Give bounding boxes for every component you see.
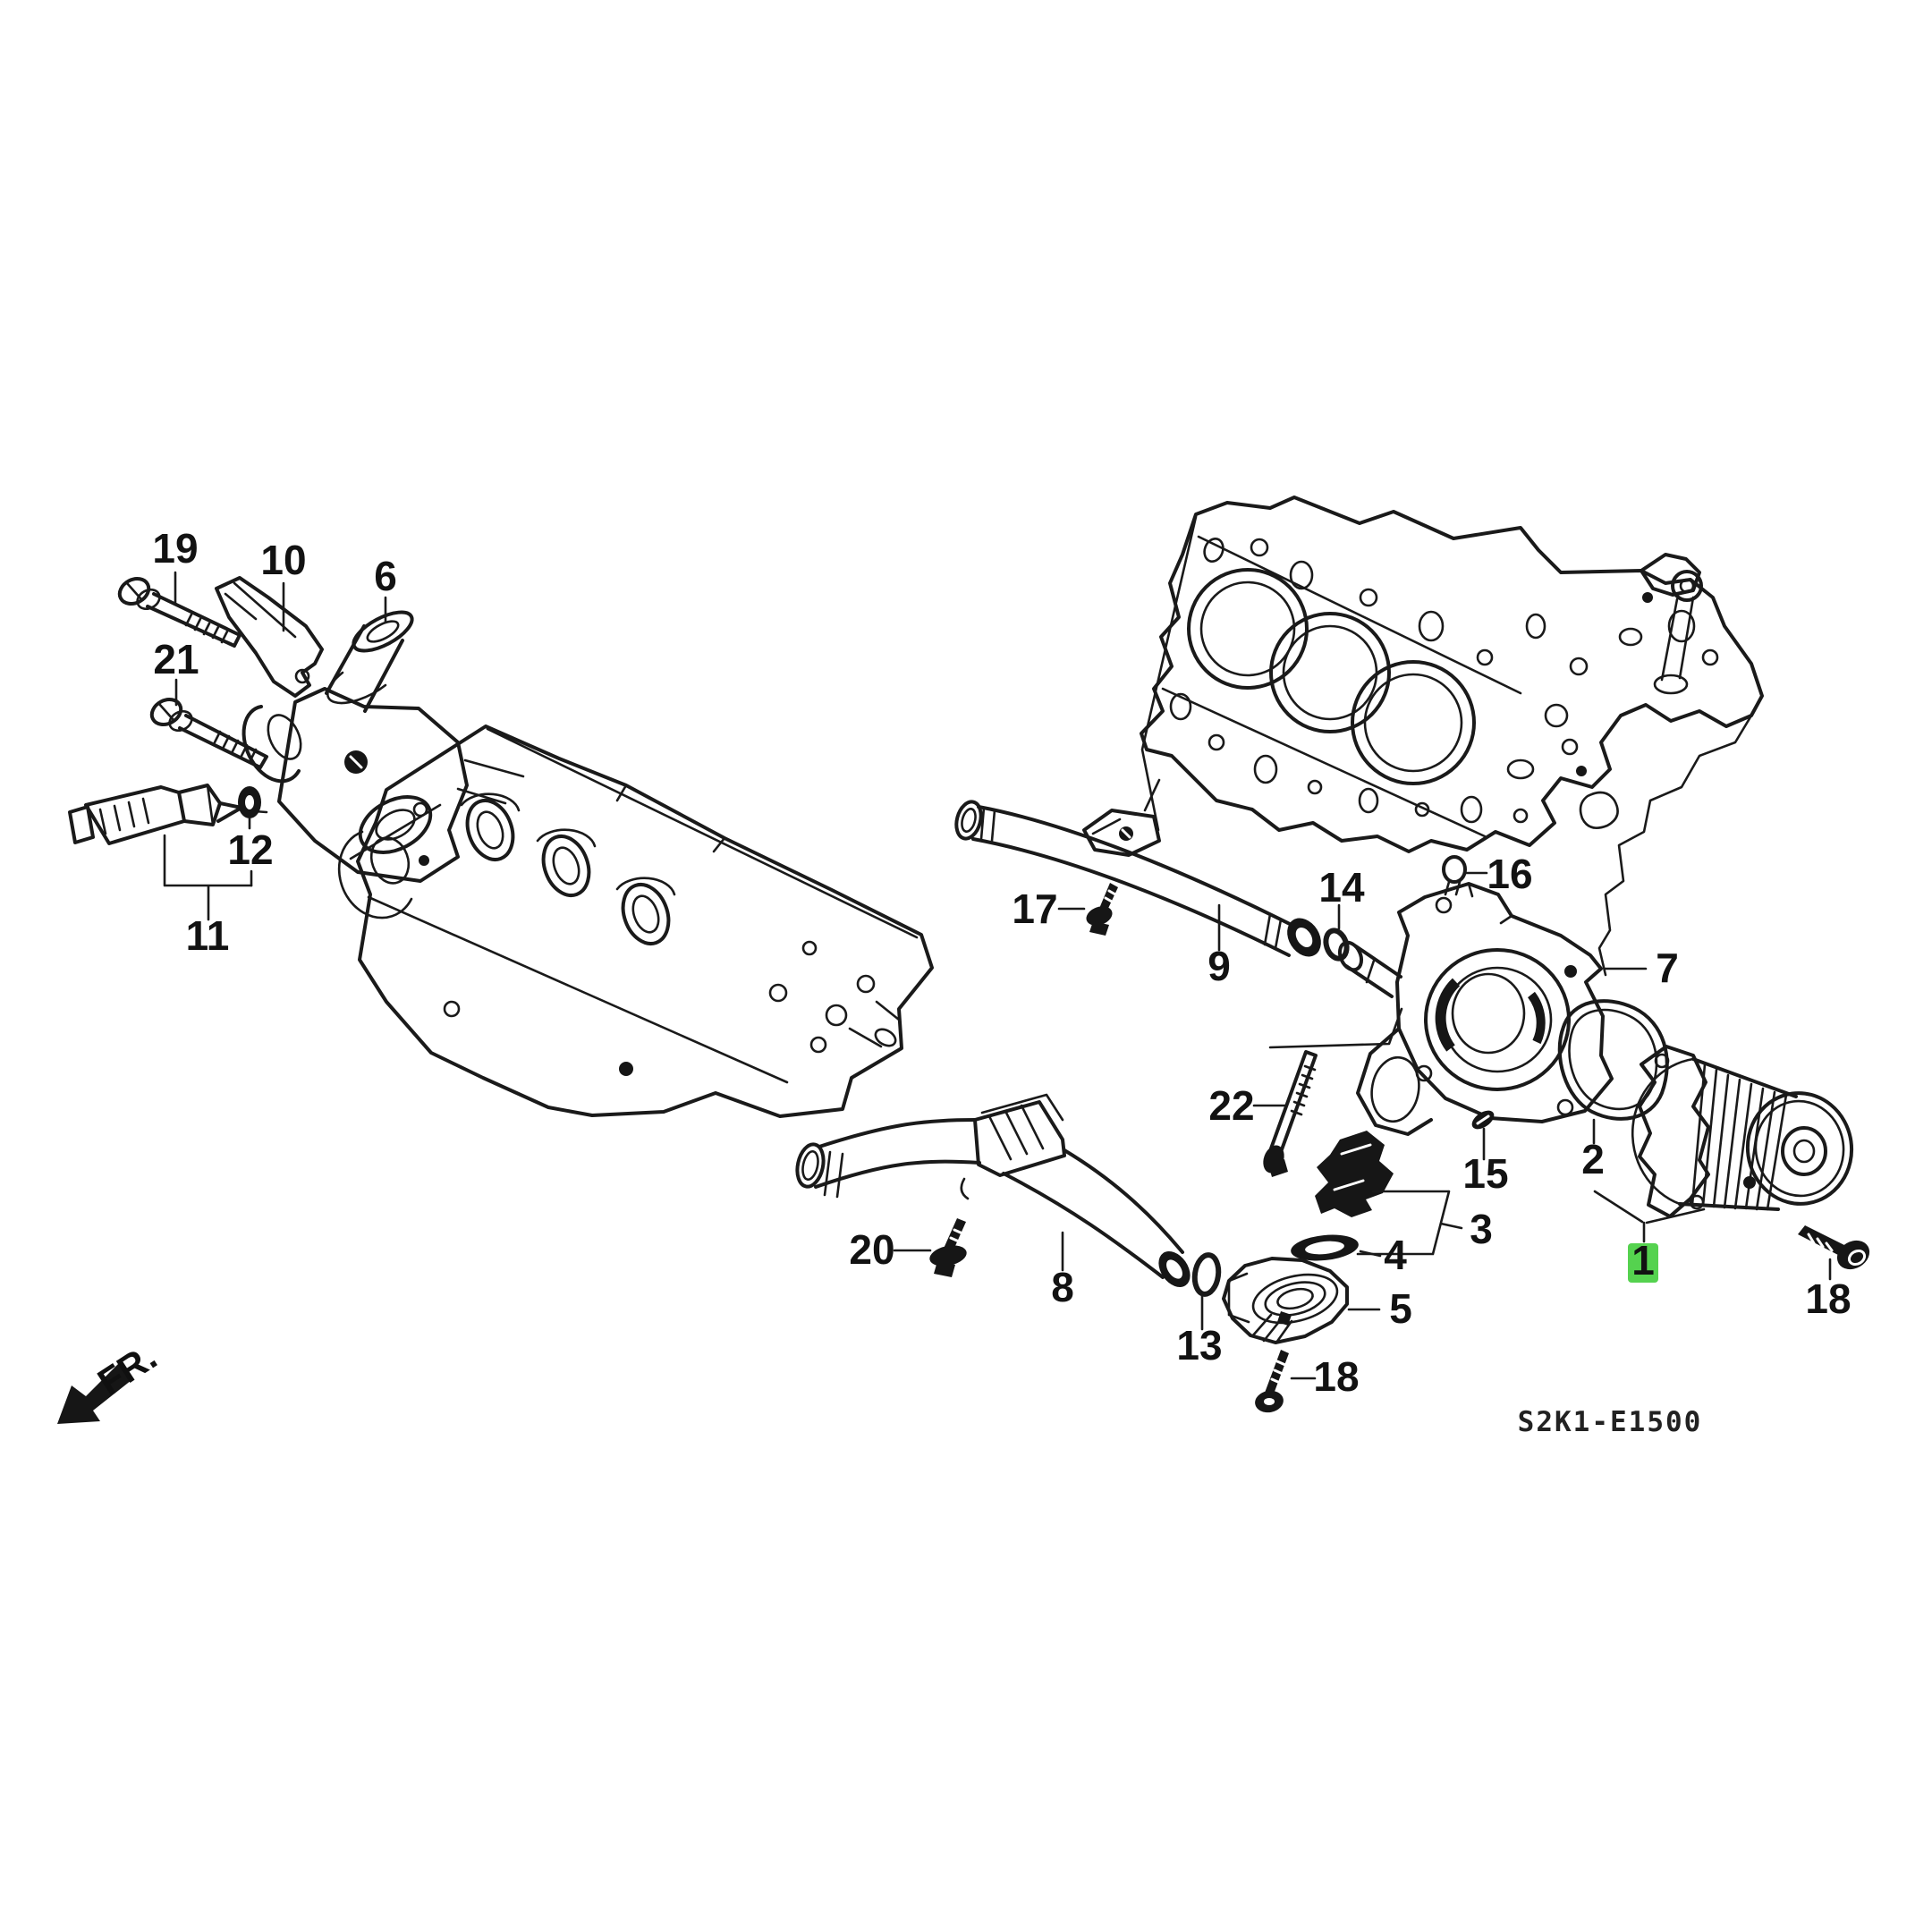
callout-2[interactable]: 2 bbox=[1581, 1136, 1605, 1182]
callout-8[interactable]: 8 bbox=[1051, 1264, 1074, 1310]
upper-water-pipe-9 bbox=[954, 778, 1321, 957]
thermostat-housing bbox=[242, 610, 525, 883]
callout-9[interactable]: 9 bbox=[1208, 943, 1231, 989]
callout-18-lower[interactable]: 18 bbox=[1313, 1353, 1359, 1400]
callout-7[interactable]: 7 bbox=[1656, 945, 1679, 991]
fr-arrow-icon bbox=[57, 1363, 131, 1424]
thermostat-cover-5 bbox=[1222, 1257, 1349, 1344]
water-passage-housing-7 bbox=[1268, 882, 1614, 1136]
callout-6[interactable]: 6 bbox=[374, 553, 397, 599]
callout-13[interactable]: 13 bbox=[1176, 1322, 1222, 1368]
callout-12[interactable]: 12 bbox=[227, 826, 273, 873]
callout-3[interactable]: 3 bbox=[1470, 1206, 1493, 1252]
lower-water-pipe-8 bbox=[795, 1093, 1191, 1287]
diagram-code: S2K1-E1500 bbox=[1518, 1406, 1703, 1438]
callout-1-highlighted[interactable]: 1 bbox=[1631, 1237, 1655, 1284]
cylinder-head-block bbox=[1140, 496, 1764, 977]
callout-5[interactable]: 5 bbox=[1389, 1285, 1412, 1332]
bolt-17 bbox=[1086, 883, 1118, 936]
callout-labels: 19 10 6 21 12 11 17 9 14 16 7 22 15 2 3 … bbox=[152, 525, 1851, 1400]
thermostat-seal-4 bbox=[1291, 1234, 1359, 1261]
callout-21[interactable]: 21 bbox=[153, 636, 199, 682]
callout-11[interactable]: 11 bbox=[186, 912, 230, 959]
mounting-bracket-10 bbox=[215, 576, 324, 698]
callout-18-right[interactable]: 18 bbox=[1805, 1275, 1851, 1322]
bolt-22 bbox=[1263, 1050, 1318, 1177]
leader-lines bbox=[163, 571, 1832, 1380]
callout-20[interactable]: 20 bbox=[849, 1226, 894, 1273]
callout-22[interactable]: 22 bbox=[1208, 1082, 1254, 1129]
oring-13 bbox=[1191, 1252, 1222, 1297]
thermostat-3 bbox=[1315, 1131, 1394, 1217]
bolt-20 bbox=[929, 1218, 967, 1277]
callout-10[interactable]: 10 bbox=[260, 537, 306, 583]
water-pump-gasket-2 bbox=[1557, 999, 1669, 1121]
bolt-21 bbox=[149, 698, 268, 769]
callout-17[interactable]: 17 bbox=[1012, 886, 1057, 932]
bolt-18-right bbox=[1798, 1225, 1870, 1270]
cylinder-head bbox=[337, 724, 934, 1118]
callout-19[interactable]: 19 bbox=[152, 525, 198, 572]
dowel-pin-15 bbox=[1471, 1110, 1495, 1130]
fr-direction: FR. bbox=[57, 1335, 164, 1424]
sensor-oring-12 bbox=[238, 786, 261, 818]
part-highlight bbox=[1628, 1243, 1658, 1283]
callout-14[interactable]: 14 bbox=[1318, 864, 1365, 911]
callout-15[interactable]: 15 bbox=[1462, 1150, 1508, 1197]
bolt-19 bbox=[117, 577, 242, 648]
bolt-18-lower bbox=[1255, 1350, 1289, 1413]
pipe-stub bbox=[1337, 940, 1402, 998]
plug-16 bbox=[1442, 855, 1467, 896]
callout-4[interactable]: 4 bbox=[1384, 1232, 1407, 1278]
callout-16[interactable]: 16 bbox=[1487, 851, 1532, 897]
